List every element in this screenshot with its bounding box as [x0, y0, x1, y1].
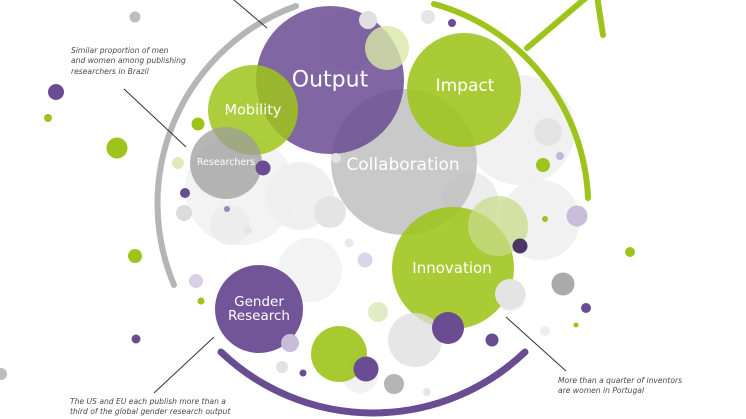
- bubble-label-researchers: Researchers: [196, 157, 256, 169]
- decorative-bubble-50: [534, 118, 562, 146]
- bubble-label-mobility: Mobility: [224, 102, 282, 119]
- decorative-bubble-40: [368, 302, 388, 322]
- decorative-bubble-55: [573, 322, 579, 328]
- decorative-bubble-43: [468, 196, 528, 256]
- bubble-label-impact: Impact: [435, 76, 495, 97]
- grey-arc: [154, 3, 299, 288]
- researchers-bubble: [190, 127, 262, 199]
- green-arrow-head: [594, 0, 606, 38]
- decorative-bubble-41: [388, 313, 442, 367]
- decorative-bubble-25: [314, 196, 346, 228]
- leader-line-top: [233, 0, 268, 29]
- decorative-bubble-29: [128, 249, 142, 263]
- annotation-gender-output: The US and EU each publish more than a t…: [70, 397, 231, 417]
- decorative-bubble-18: [191, 117, 205, 131]
- decorative-bubble-20: [180, 188, 190, 198]
- decorative-bubble-14: [129, 11, 141, 23]
- decorative-bubble-11: [359, 11, 377, 29]
- annotation-brazil: Similar proportion of men and women amon…: [71, 46, 186, 76]
- annotation-portugal: More than a quarter of inventors are wom…: [558, 376, 683, 396]
- leader-line-brazil: [123, 88, 187, 148]
- decorative-bubble-54: [581, 303, 591, 313]
- bubble-label-innovation: Innovation: [412, 259, 492, 278]
- decorative-bubble-39: [423, 388, 431, 396]
- gender-research-bubble: [215, 265, 303, 353]
- main-bubbles: [190, 6, 521, 382]
- small-bubbles: [0, 10, 635, 396]
- bubble-label-gender-research: Gender Research: [228, 293, 290, 324]
- decorative-bubble-38: [384, 374, 404, 394]
- purple-arc: [217, 348, 529, 417]
- decorative-bubble-12: [421, 10, 435, 24]
- decorative-bubble-6: [210, 205, 250, 245]
- bubble-label-output: Output: [291, 67, 369, 93]
- leader-line-portugal: [505, 316, 567, 372]
- decorative-bubble-35: [281, 334, 299, 352]
- decorative-bubble-21: [176, 205, 192, 221]
- leader-line-gender: [153, 336, 215, 394]
- small-green-bubble: [311, 326, 367, 382]
- decorative-bubble-46: [485, 333, 499, 347]
- decorative-bubble-48: [536, 158, 550, 172]
- decorative-bubble-30: [189, 274, 203, 288]
- decorative-bubble-27: [344, 238, 354, 248]
- impact-bubble: [407, 33, 521, 147]
- decorative-bubble-16: [44, 114, 52, 122]
- decorative-bubble-45: [495, 279, 525, 309]
- decorative-bubble-34: [276, 361, 288, 373]
- decorative-bubble-37: [353, 356, 379, 382]
- decorative-bubble-42: [432, 312, 464, 344]
- decorative-bubble-33: [0, 368, 7, 380]
- decorative-bubble-47: [540, 326, 550, 336]
- decorative-bubble-28: [357, 252, 373, 268]
- decorative-bubble-17: [106, 137, 128, 159]
- decorative-bubble-36: [299, 369, 307, 377]
- decorative-bubble-31: [197, 297, 205, 305]
- decorative-bubble-24: [244, 226, 252, 234]
- decorative-bubble-13: [448, 19, 456, 27]
- decorative-bubble-32: [131, 334, 141, 344]
- decorative-bubble-44: [512, 238, 528, 254]
- decorative-bubble-23: [255, 160, 271, 176]
- decorative-bubble-10: [365, 26, 409, 70]
- decorative-bubble-52: [566, 205, 588, 227]
- decorative-bubble-51: [542, 216, 548, 222]
- leader-lines: [123, 0, 567, 394]
- decorative-bubble-26: [331, 153, 341, 163]
- decorative-bubble-53: [551, 272, 575, 296]
- decorative-bubble-22: [224, 206, 230, 212]
- decorative-bubble-49: [556, 152, 564, 160]
- decorative-bubble-56: [625, 247, 635, 257]
- outer-arcs: [154, 0, 606, 417]
- decorative-bubble-15: [48, 84, 64, 100]
- green-arc: [431, 1, 591, 201]
- bubble-label-collaboration: Collaboration: [346, 155, 460, 176]
- decorative-bubble-19: [172, 157, 184, 169]
- green-arrow-shaft: [524, 0, 588, 51]
